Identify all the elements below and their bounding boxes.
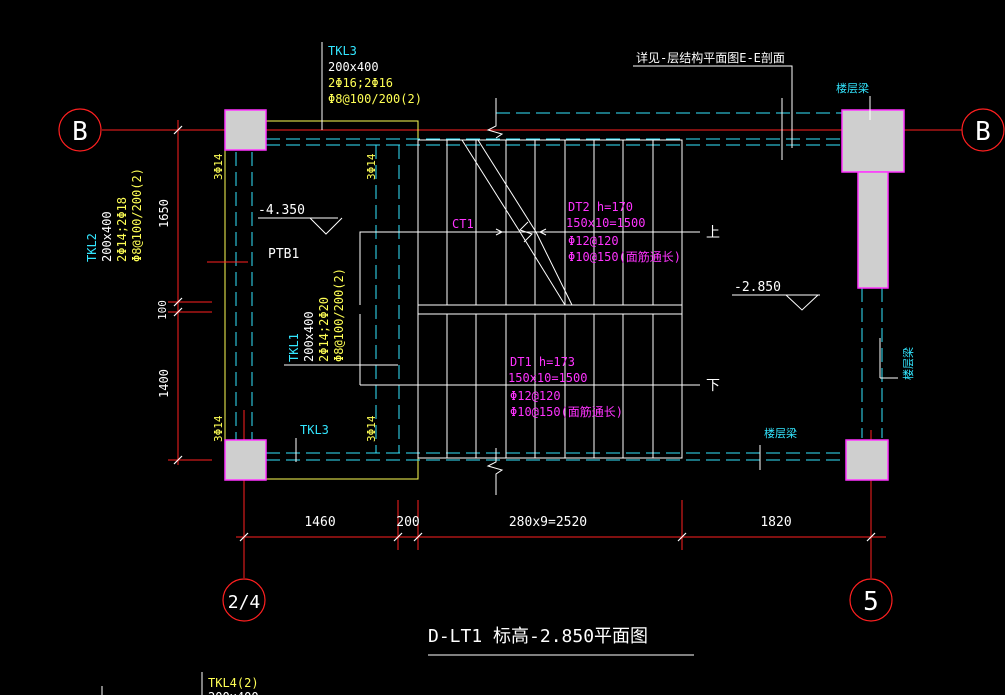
dim-200: 200 bbox=[396, 515, 419, 530]
landing-level: -4.350 bbox=[258, 203, 305, 218]
dimension-ticks bbox=[173, 125, 876, 542]
dim-1820: 1820 bbox=[760, 515, 791, 530]
axis-2-4-label: 2/4 bbox=[228, 592, 261, 613]
tkl3-top-name: TKL3 bbox=[328, 44, 357, 58]
floor-beam-label-top: 楼层梁 bbox=[836, 81, 869, 95]
tkl3-top-stirrup: Φ8@100/200(2) bbox=[328, 92, 422, 106]
axis-b-right-label: B bbox=[975, 117, 991, 147]
dim-treads: 280x9=2520 bbox=[509, 515, 587, 530]
axis-bubble-b-right: B bbox=[961, 108, 1005, 152]
tkl1-name: TKL1 bbox=[287, 333, 301, 362]
tkl1-bars: 2Φ14;2Φ20 bbox=[317, 297, 331, 362]
dim-100: 100 bbox=[156, 300, 169, 320]
tkl2-size: 200x400 bbox=[100, 211, 114, 262]
floor-beam-label-right: 楼层梁 bbox=[901, 347, 915, 380]
dt1-bar1: Φ12@120 bbox=[510, 389, 561, 403]
axis-bubble-b-left: B bbox=[58, 108, 102, 152]
floor-beam-label-bottom: 楼层梁 bbox=[764, 426, 797, 440]
leader-lines bbox=[101, 42, 898, 695]
dt2-name: DT2 h=170 bbox=[568, 200, 633, 214]
dt1-bar2: Φ10@150(面筋通长) bbox=[510, 404, 623, 419]
axis-bubble-2-4: 2/4 bbox=[222, 578, 266, 622]
tkl3-top-label: TKL3 200x400 2Φ16;2Φ16 Φ8@100/200(2) bbox=[328, 44, 422, 106]
dimension-lines bbox=[168, 120, 886, 550]
rebar-label-left-top: 3Φ14 bbox=[212, 153, 225, 180]
column-top-left bbox=[224, 109, 267, 151]
dim-1460: 1460 bbox=[304, 515, 335, 530]
tkl2-label: TKL2 200x400 2Φ14;2Φ18 Φ8@100/200(2) bbox=[85, 168, 144, 262]
dt1-label: DT1 h=173 150x10=1500 Φ12@120 Φ10@150(面筋… bbox=[508, 355, 623, 419]
dt1-steps: 150x10=1500 bbox=[508, 371, 587, 385]
column-right-stub bbox=[857, 171, 889, 289]
dim-1650: 1650 bbox=[157, 199, 171, 228]
stair-flights bbox=[359, 65, 793, 495]
tkl1-size: 200x400 bbox=[302, 311, 316, 362]
up-arrow-label: 上 bbox=[706, 225, 720, 241]
columns bbox=[224, 109, 905, 481]
dt2-label: DT2 h=170 150x10=1500 Φ12@120 Φ10@150(面筋… bbox=[566, 200, 681, 264]
axis-5-label: 5 bbox=[863, 587, 879, 617]
tkl2-name: TKL2 bbox=[85, 233, 99, 262]
note-section-reference: 详见-层结构平面图E-E剖面 bbox=[636, 50, 785, 65]
tkl3-bottom-label: TKL3 bbox=[300, 423, 329, 437]
tkl2-stirrup: Φ8@100/200(2) bbox=[130, 168, 144, 262]
dt2-steps: 150x10=1500 bbox=[566, 216, 645, 230]
tkl3-top-size: 200x400 bbox=[328, 60, 379, 74]
rebar-label-left-bottom: 3Φ14 bbox=[212, 415, 225, 442]
dim-1400: 1400 bbox=[157, 369, 171, 398]
elevation-markers bbox=[258, 217, 820, 311]
tkl4-size: 200x400 bbox=[208, 690, 259, 695]
rebar-label-mid-bottom: 3Φ14 bbox=[365, 415, 378, 442]
drawing-title: D-LT1 标高-2.850平面图 bbox=[428, 626, 648, 647]
tkl4-name: TKL4(2) bbox=[208, 676, 259, 690]
rebar-label-mid-top: 3Φ14 bbox=[365, 153, 378, 180]
column-top-right bbox=[841, 109, 905, 173]
tkl1-stirrup: Φ8@100/200(2) bbox=[332, 268, 346, 362]
floor-level: -2.850 bbox=[734, 280, 781, 295]
dt1-name: DT1 h=173 bbox=[510, 355, 575, 369]
ct1-label: CT1 bbox=[452, 217, 474, 231]
dashed-beam-lines bbox=[235, 112, 883, 461]
axis-bubble-5: 5 bbox=[849, 578, 893, 622]
tkl3-top-bars: 2Φ16;2Φ16 bbox=[328, 76, 393, 90]
axis-b-left-label: B bbox=[72, 117, 88, 147]
tkl2-bars: 2Φ14;2Φ18 bbox=[115, 197, 129, 262]
dt2-bar1: Φ12@120 bbox=[568, 234, 619, 248]
column-bottom-right bbox=[845, 439, 889, 481]
landing-slab-label: PTB1 bbox=[268, 247, 299, 262]
column-bottom-left bbox=[224, 439, 267, 481]
down-arrow-label: 下 bbox=[706, 378, 720, 394]
dt2-bar2: Φ10@150(面筋通长) bbox=[568, 249, 681, 264]
tkl1-label: TKL1 200x400 2Φ14;2Φ20 Φ8@100/200(2) bbox=[287, 268, 346, 362]
